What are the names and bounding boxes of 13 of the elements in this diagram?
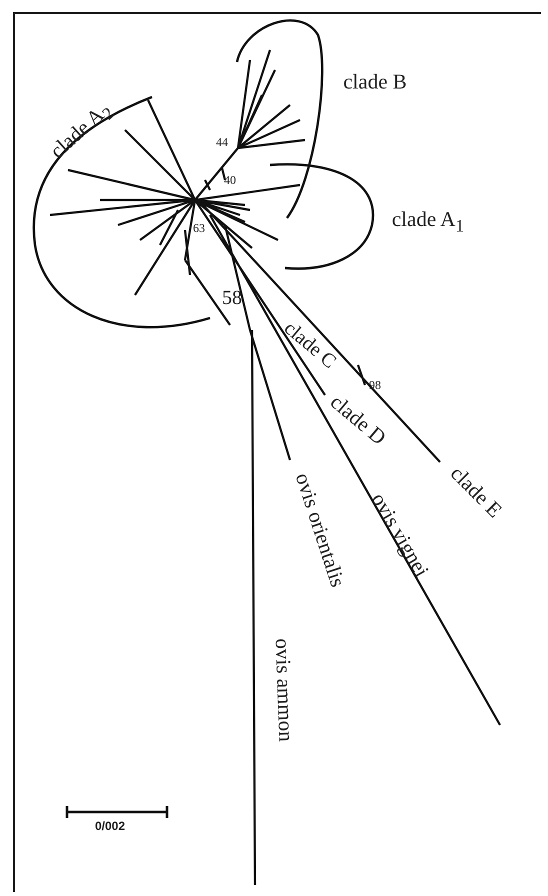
bootstrap-value: 44	[216, 136, 228, 148]
bootstrap-value: 63	[193, 222, 205, 234]
species-label: ovis ammon	[272, 638, 296, 742]
bootstrap-value: 58	[222, 288, 242, 308]
clade-label: clade A$_{1}$	[392, 209, 464, 235]
clade-label: clade D	[326, 391, 390, 449]
bootstrap-value: 40	[224, 174, 236, 186]
clade-label: clade E	[446, 462, 506, 522]
clade-label: clade B	[343, 72, 407, 92]
scale-value: 0/002	[94, 820, 126, 832]
clade-label: clade C	[280, 318, 340, 372]
bootstrap-value: 98	[369, 379, 381, 391]
species-label: ovis orientalis	[292, 470, 348, 590]
